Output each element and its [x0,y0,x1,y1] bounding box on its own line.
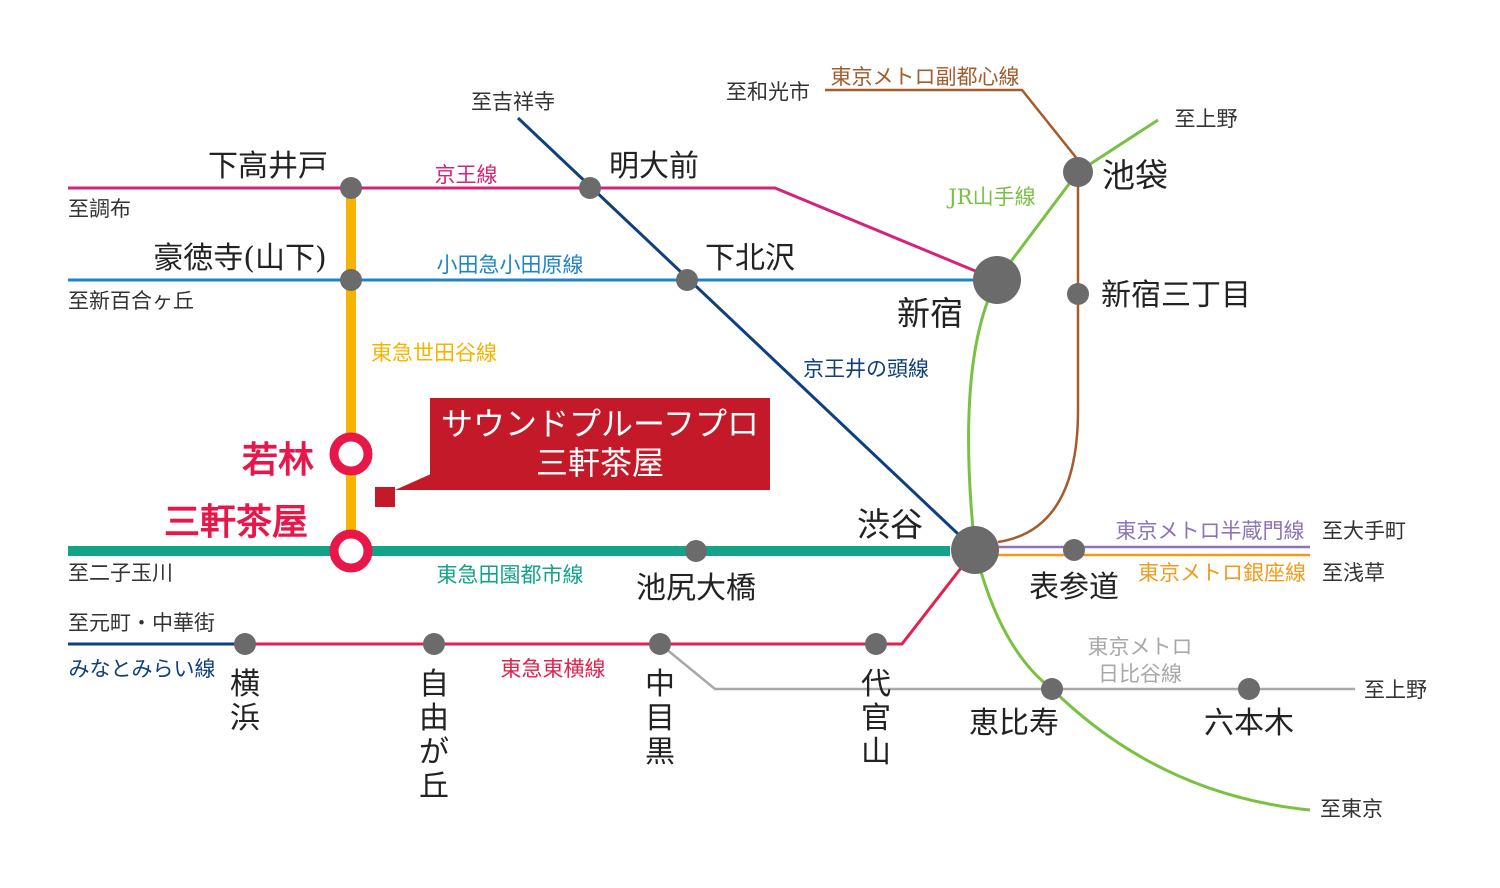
station-dot-ikebukuro[interactable] [1063,157,1093,187]
line-label-inokashira: 京王井の頭線 [803,357,929,381]
station-ring-sangenjaya[interactable] [329,529,373,573]
station-dot-shibuya[interactable] [951,526,999,574]
callout-pointer [395,470,440,490]
line-label-fukutoshin: 東京メトロ副都心線 [831,65,1020,89]
station-label-nakameguro: 中目黒 [645,667,675,770]
line-label-hibiya-1: 東京メトロ [1088,635,1193,659]
fukutoshin-line [825,88,1080,544]
direction-kichijoji: 至吉祥寺 [471,90,555,114]
station-dot-shinjuku[interactable] [973,256,1021,304]
station-dot-shinjuku-sanchome[interactable] [1067,283,1089,305]
station-label-shinjuku-sanchome: 新宿三丁目 [1101,278,1251,313]
station-dot-shimokitazawa[interactable] [676,269,698,291]
station-label-shimotakaido: 下高井戸 [208,149,328,184]
line-label-yamanote: JR山手線 [946,185,1035,209]
station-label-ikejiri-ohashi: 池尻大橋 [636,571,756,606]
station-label-wakabayashi: 若林 [242,439,314,481]
station-dot-gotokuji[interactable] [340,269,362,291]
line-label-hanzomon: 東京メトロ半蔵門線 [1116,519,1305,543]
direction-futakotamagawa: 至二子玉川 [68,561,173,585]
line-label-ginza: 東京メトロ銀座線 [1138,561,1306,585]
station-label-shibuya: 渋谷 [857,505,923,544]
station-dot-roppongi[interactable] [1238,678,1260,700]
direction-asakusa: 至浅草 [1322,561,1385,585]
direction-ueno-right: 至上野 [1364,678,1427,702]
station-label-sangenjaya: 三軒茶屋 [164,501,308,543]
line-label-denentoshi: 東急田園都市線 [437,563,584,587]
station-dot-meidaimae[interactable] [579,177,601,199]
callout-line1: サウンドプルーフプロ [441,405,759,443]
station-ring-wakabayashi[interactable] [329,432,373,476]
line-label-setagaya: 東急世田谷線 [371,341,497,365]
station-label-roppongi: 六本木 [1204,706,1294,741]
station-label-yokohama: 横浜 [230,667,260,736]
line-label-hibiya-2: 日比谷線 [1098,662,1182,686]
line-label-minatomirai: みなとみらい線 [69,657,216,681]
callout-line2: 三軒茶屋 [536,444,664,482]
callout-box [430,398,770,490]
location-marker[interactable] [375,487,395,507]
direction-shinyurigaoka: 至新百合ヶ丘 [68,289,194,313]
keio-line [68,186,986,277]
line-label-odakyu: 小田急小田原線 [437,253,584,277]
station-dot-jiyugaoka[interactable] [423,633,445,655]
station-label-ebisu: 恵比寿 [969,706,1059,741]
station-label-jiyugaoka: 自由が丘 [419,667,449,804]
station-label-meidaimae: 明大前 [609,149,699,184]
direction-wakoshi: 至和光市 [726,80,810,104]
station-dot-yokohama[interactable] [234,633,256,655]
direction-otemachi: 至大手町 [1322,519,1406,543]
direction-tokyo: 至東京 [1320,797,1383,821]
line-label-keio: 京王線 [435,163,498,187]
station-dot-daikanyama[interactable] [865,633,887,655]
station-label-ikebukuro: 池袋 [1102,156,1168,195]
direction-ueno-top: 至上野 [1175,107,1238,131]
toyoko-line [245,549,977,646]
hibiya-line [659,643,1355,691]
direction-motomachi: 至元町・中華街 [68,611,215,635]
station-dot-shimotakaido[interactable] [340,177,362,199]
direction-chofu: 至調布 [68,197,131,221]
station-dot-ebisu[interactable] [1041,678,1063,700]
line-label-toyoko: 東急東横線 [501,657,606,681]
station-dot-nakameguro[interactable] [649,633,671,655]
station-label-daikanyama: 代官山 [861,667,891,770]
station-label-shimokitazawa: 下北沢 [705,241,795,276]
station-dot-ikejiri-ohashi[interactable] [685,540,707,562]
yamanote-line [967,118,1311,812]
station-label-shinjuku: 新宿 [897,294,963,333]
station-dot-omotesando[interactable] [1063,539,1085,561]
station-label-gotokuji: 豪徳寺(山下) [153,241,326,276]
station-label-omotesando: 表参道 [1029,570,1119,605]
